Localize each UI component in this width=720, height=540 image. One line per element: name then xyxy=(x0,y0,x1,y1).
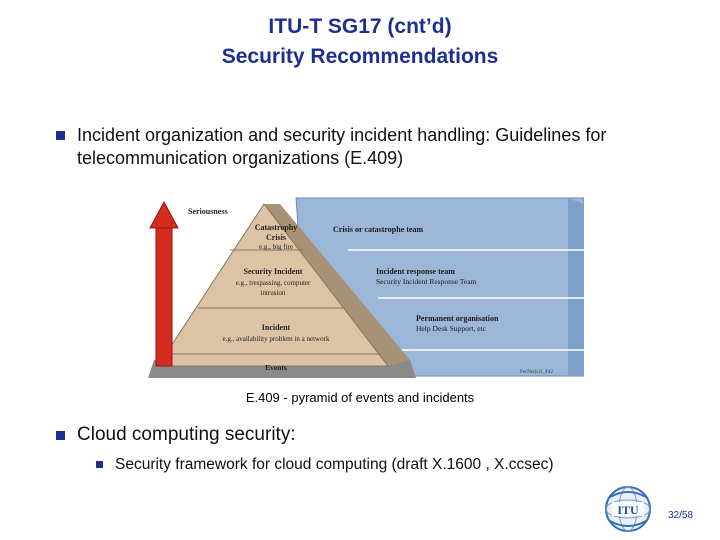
sub-bullet-framework: Security framework for cloud computing (… xyxy=(96,454,553,476)
pyramid-figure: Seriousness Catastrophy Crisis e.g., big… xyxy=(148,190,584,380)
square-bullet-icon xyxy=(56,431,65,440)
seriousness-arrow-shaft xyxy=(155,225,173,367)
axis-label-seriousness: Seriousness xyxy=(188,207,228,216)
pyramid-mid-line2: intrusion xyxy=(261,289,286,297)
seriousness-arrow-head-icon xyxy=(149,200,179,229)
bullet-cloud-text: Cloud computing security: xyxy=(77,424,296,445)
pyramid-body xyxy=(157,203,390,367)
team-permanent-title: Permanent organisation xyxy=(416,314,499,323)
pyramid-low-example: e.g., availability problem in a network xyxy=(223,335,330,343)
pyramid-diagram: Seriousness Catastrophy Crisis e.g., big… xyxy=(148,197,584,378)
blue-panel xyxy=(295,197,584,377)
bullet-cloud: Cloud computing security: xyxy=(56,423,296,447)
square-bullet-icon xyxy=(96,461,103,468)
pyramid-top-example: e.g., big fire xyxy=(259,243,293,251)
figure-id: FecNer(c)1_F42 xyxy=(520,370,554,375)
pyramid-low-title: Incident xyxy=(262,323,291,332)
pyramid-top-title: Catastrophy xyxy=(255,223,298,232)
pyramid-mid-line1: e.g., trespassing, computer xyxy=(236,279,311,287)
pyramid-top-sub: Crisis xyxy=(266,233,286,242)
title-line-2: Security Recommendations xyxy=(221,45,499,68)
team-incident-title: Incident response team xyxy=(376,267,455,276)
bullet-e409: Incident organization and security incid… xyxy=(56,124,696,170)
title-line-1: ITU-T SG17 (cnt’d) xyxy=(268,15,452,38)
itu-globe-icon: ITU xyxy=(605,486,651,532)
team-incident-sub: Security Incident Response Team xyxy=(376,277,477,286)
slide-title: ITU-T SG17 (cnt’d) Security Recommendati… xyxy=(0,12,720,72)
figure-caption: E.409 - pyramid of events and incidents xyxy=(245,390,475,405)
itu-logo: ITU xyxy=(602,483,654,535)
logo-text: ITU xyxy=(617,503,639,517)
page-number: 32/58 xyxy=(668,510,694,521)
panel-side-shade xyxy=(568,198,584,376)
team-permanent-sub: Help Desk Support, etc xyxy=(416,324,487,333)
sub-bullet-text: Security framework for cloud computing (… xyxy=(115,456,554,473)
pyramid-base-label: Events xyxy=(265,363,287,372)
square-bullet-icon xyxy=(56,131,65,140)
pyramid-side-shade xyxy=(264,204,410,366)
bullet-e409-text: Incident organization and security incid… xyxy=(77,125,607,168)
pyramid-mid-title: Security Incident xyxy=(244,267,303,276)
team-crisis-title: Crisis or catastrophe team xyxy=(333,225,423,234)
